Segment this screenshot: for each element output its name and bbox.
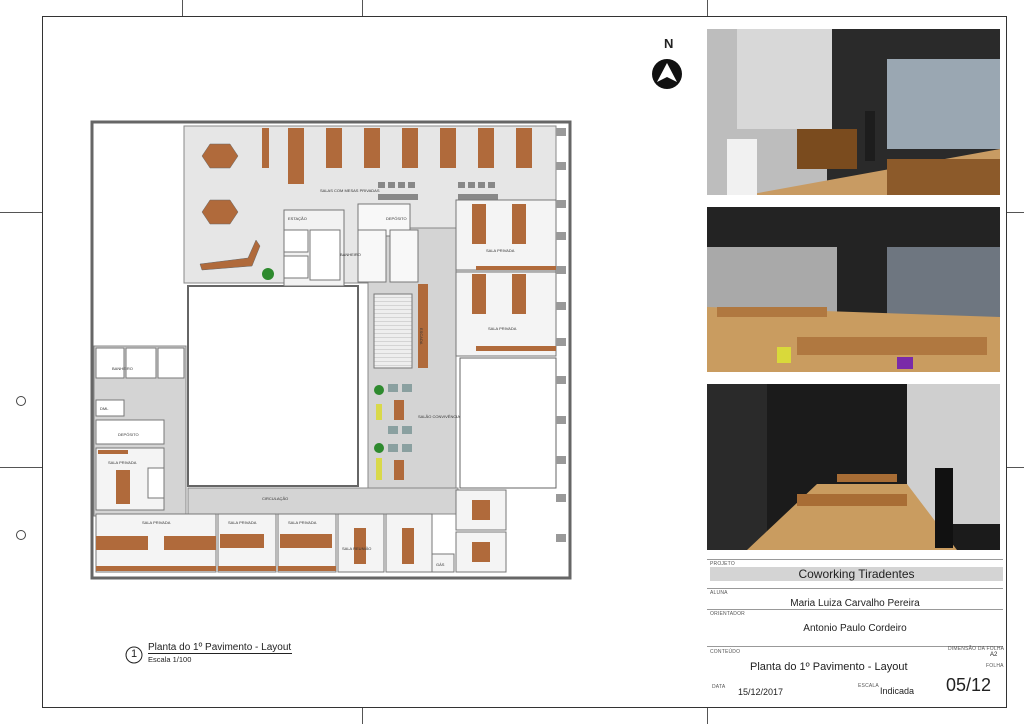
room-label: SALA PRIVADA — [486, 248, 515, 253]
fold-mark — [0, 467, 42, 468]
project-name: Coworking Tiradentes — [710, 567, 1003, 581]
room-label: GÁS — [436, 562, 445, 567]
fold-mark — [0, 212, 42, 213]
folha-label: FOLHA — [986, 663, 1004, 669]
dimensao-value: A2 — [990, 652, 998, 658]
fold-mark — [707, 708, 708, 724]
room-label: SALAS COM MESAS PRIVADAS — [320, 188, 380, 193]
fold-mark — [362, 708, 363, 724]
room-label: BANHEIRO — [112, 366, 133, 371]
escala-label: ESCALA — [858, 683, 879, 689]
conteudo-label: CONTEÚDO — [710, 649, 741, 655]
fold-mark — [1007, 212, 1024, 213]
room-label: SALA PRIVADA — [142, 520, 171, 525]
folha-value: 05/12 — [946, 675, 992, 695]
room-label: CIRCULAÇÃO — [262, 496, 288, 501]
plan-number-circle — [125, 646, 143, 664]
render-3 — [707, 384, 1000, 550]
room-label: SALA PRIVADA — [228, 520, 257, 525]
room-label: DEPÓSITO — [118, 432, 139, 437]
north-arrow-icon — [652, 59, 682, 89]
data-label: DATA — [712, 684, 726, 690]
aluna-name: Maria Luiza Carvalho Pereira — [790, 598, 920, 609]
room-label: SALA REUNIÃO — [342, 546, 371, 551]
binding-hole — [16, 530, 26, 540]
escala-value: Indicada — [880, 686, 915, 696]
title-block-divider — [707, 646, 1003, 647]
plan-scale: Escala 1/100 — [148, 655, 192, 664]
floor-plan: SALAS COM MESAS PRIVADAS ESTAÇÃO BANHEIR… — [90, 120, 572, 580]
orientador-label: ORIENTADOR — [710, 611, 745, 617]
sheet-border — [42, 16, 1007, 708]
fold-mark — [362, 0, 363, 16]
room-label: DEPÓSITO — [386, 216, 407, 221]
projeto-label: PROJETO — [710, 561, 735, 567]
room-label: SALA PRIVADA — [288, 520, 317, 525]
data-value: 15/12/2017 — [738, 687, 784, 697]
title-block-divider — [707, 609, 1003, 610]
plan-number: 1 — [130, 648, 138, 660]
room-label: ESTAÇÃO — [288, 216, 307, 221]
render-2 — [707, 207, 1000, 372]
dimensao-label: DIMENSÃO DA FOLHA — [948, 646, 1005, 652]
room-label: SALA PRIVADA — [488, 326, 517, 331]
room-label: BANHEIRO — [340, 252, 361, 257]
fold-mark — [182, 0, 183, 16]
render-1 — [707, 29, 1000, 195]
title-block-divider — [707, 559, 1003, 560]
fold-mark — [1007, 467, 1024, 468]
aluna-label: ALUNA — [710, 590, 728, 596]
orientador-name: Antonio Paulo Cordeiro — [803, 623, 907, 634]
room-label: SALA PRIVADA — [108, 460, 137, 465]
binding-hole — [16, 396, 26, 406]
room-label: SALÃO CONVIVÊNCIA — [418, 414, 460, 419]
conteudo-value: Planta do 1º Pavimento - Layout — [750, 661, 908, 673]
fold-mark — [707, 0, 708, 16]
room-label: ESCADA — [419, 328, 424, 345]
room-label: DML — [100, 406, 109, 411]
title-block-divider — [707, 588, 1003, 589]
plan-title: Planta do 1º Pavimento - Layout — [148, 642, 292, 654]
north-label: N — [664, 36, 674, 51]
